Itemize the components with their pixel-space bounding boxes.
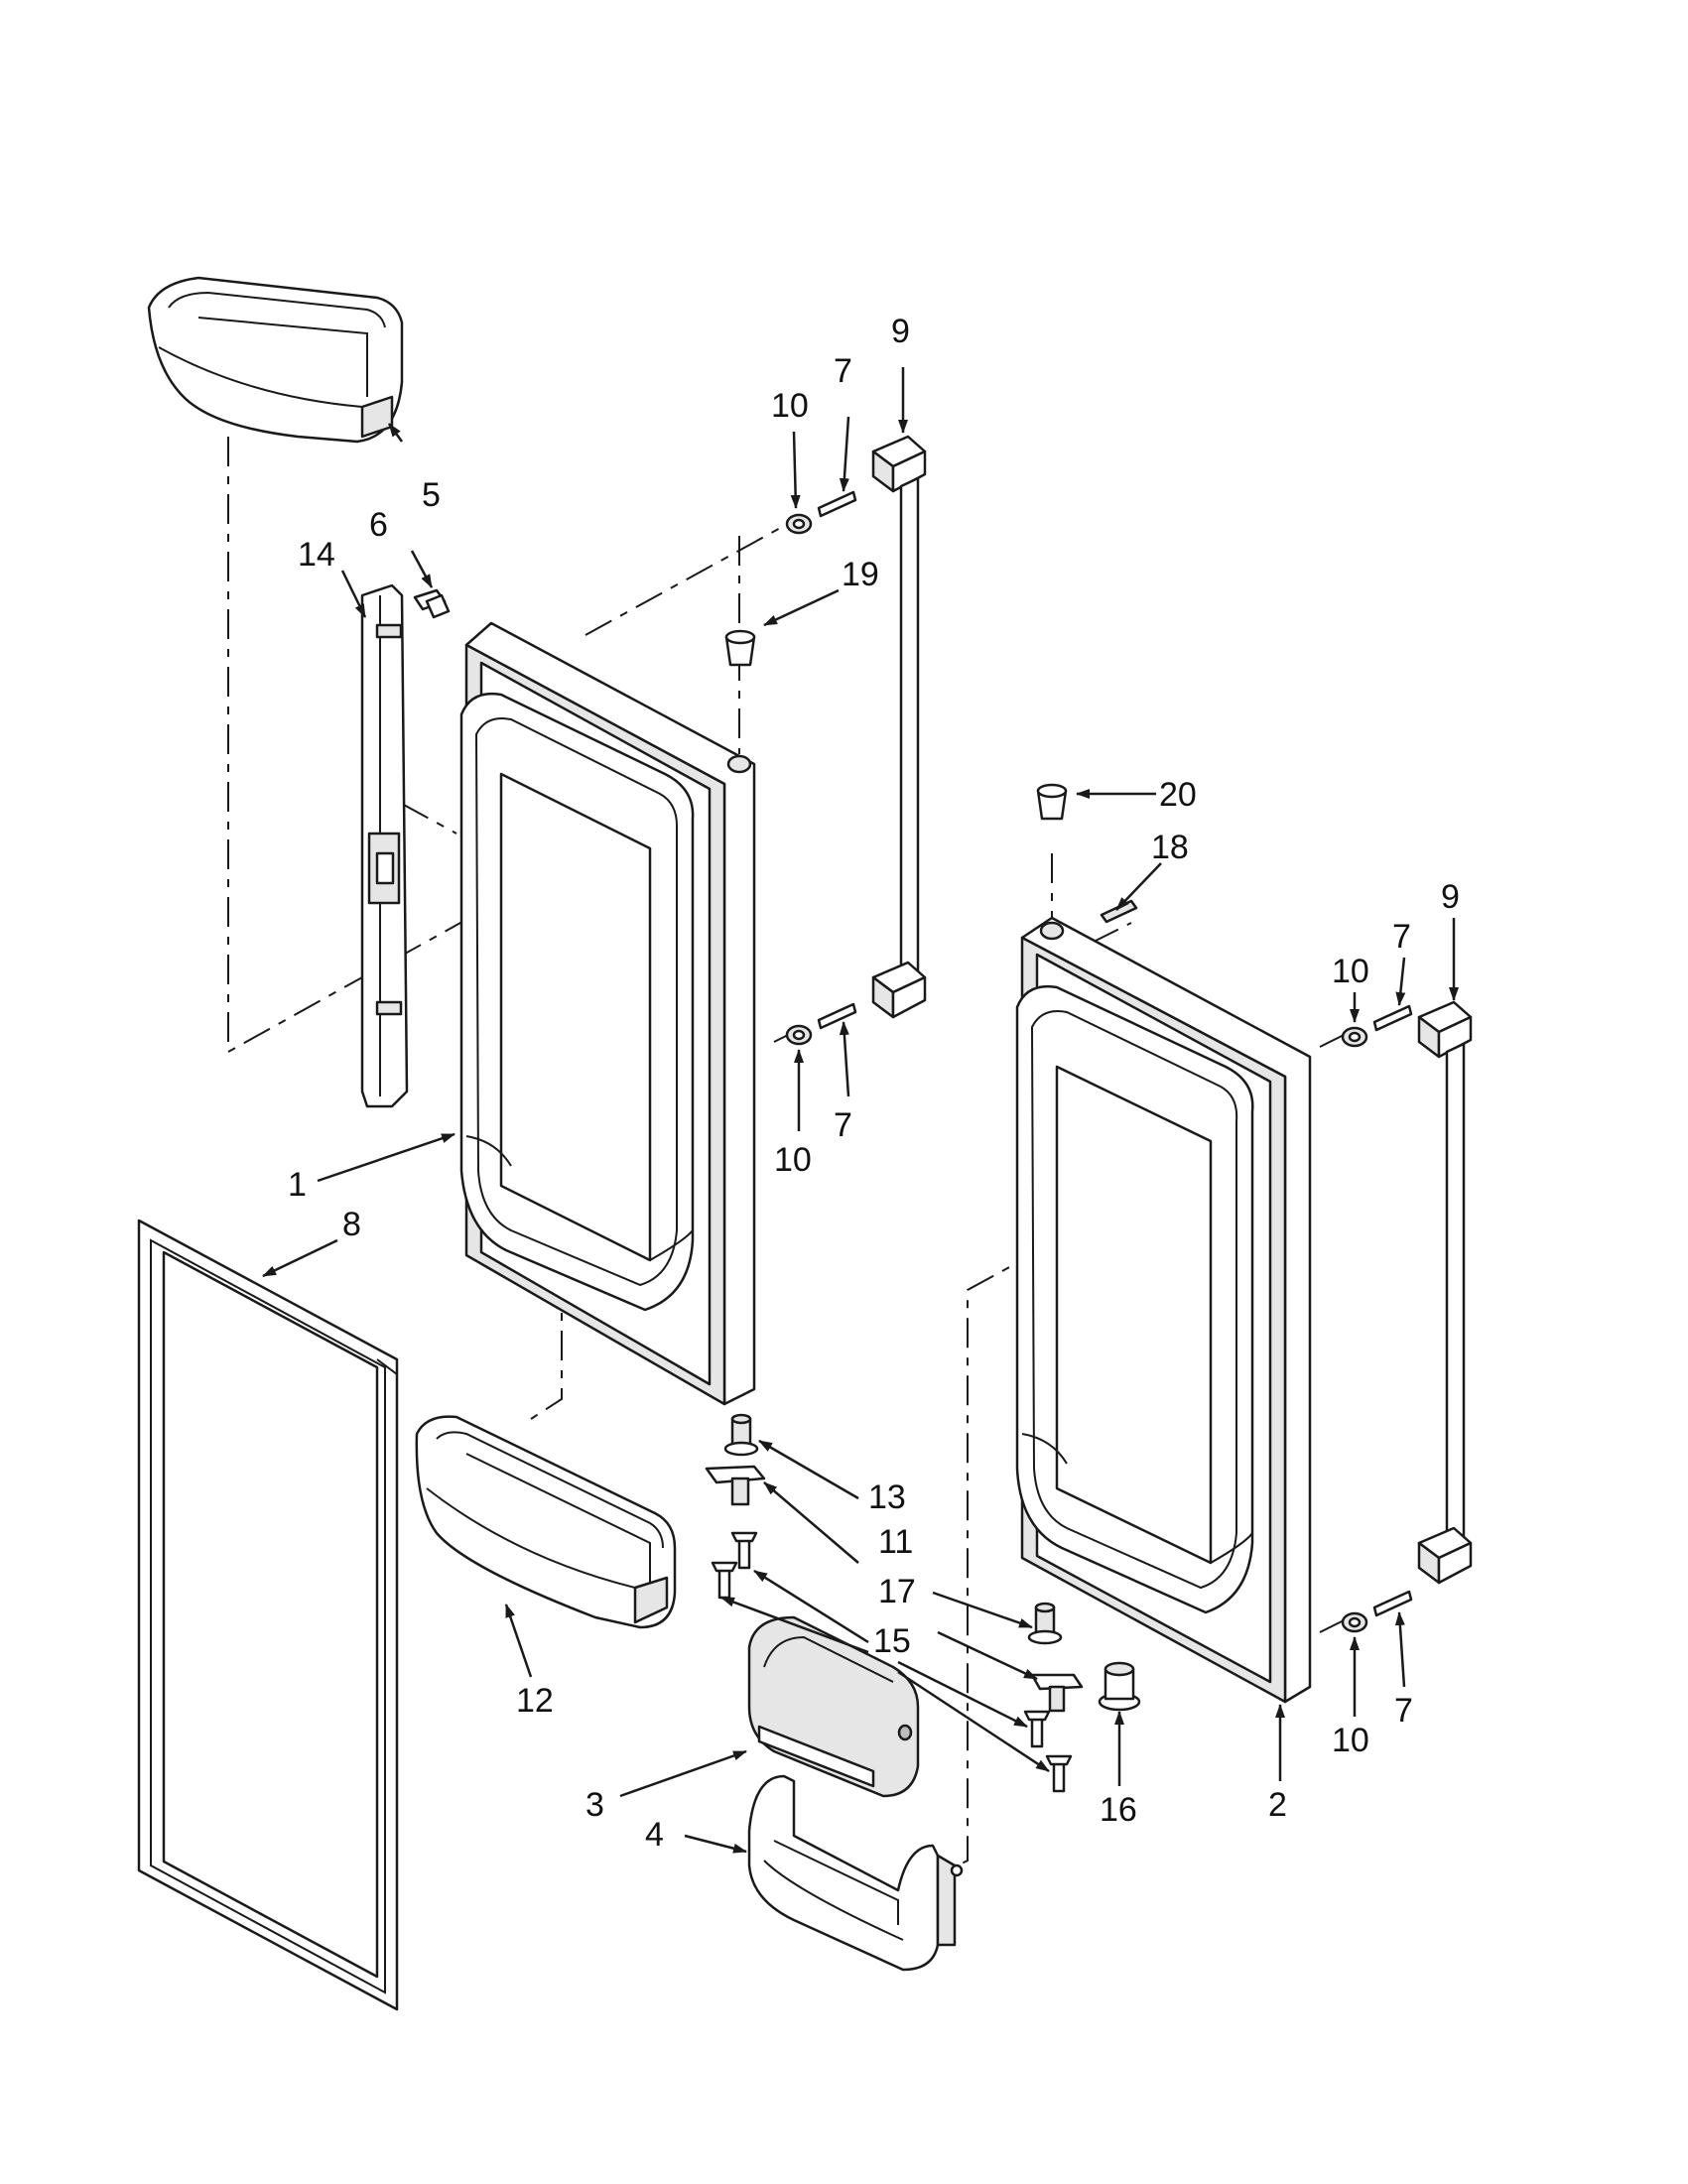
callout-7: 7 [834, 352, 852, 390]
callout-1: 1 [288, 1166, 307, 1204]
callout-16: 16 [1100, 1791, 1137, 1829]
callout-7: 7 [1394, 1692, 1413, 1730]
callout-4: 4 [645, 1816, 664, 1854]
callout-3: 3 [585, 1786, 604, 1824]
right-door [1015, 916, 1312, 1704]
upper-door-handle [871, 435, 927, 1019]
upper-door-handle-fasteners [785, 490, 857, 1046]
hinge-bushing-20 [1036, 783, 1068, 821]
hinge-cap-16 [1098, 1661, 1141, 1712]
callout-13: 13 [868, 1478, 906, 1516]
label-strip [1100, 899, 1138, 924]
callout-12: 12 [516, 1682, 554, 1720]
callout-6: 6 [369, 506, 388, 544]
callout-labels: 5 6 14 10 7 9 19 7 10 1 8 13 11 17 15 12… [288, 313, 1460, 1854]
upper-door-bin [147, 276, 404, 444]
hinge-bushing-19 [724, 629, 756, 667]
dispenser-tray [747, 1774, 964, 1972]
leader-lines [262, 367, 1459, 1854]
callout-20: 20 [1159, 776, 1197, 814]
callout-8: 8 [342, 1206, 361, 1243]
lower-door-handle [1417, 1000, 1473, 1585]
hinge-pin-13 [723, 1413, 759, 1457]
callout-7: 7 [1392, 918, 1411, 956]
callout-2: 2 [1268, 1786, 1287, 1824]
callout-5: 5 [422, 476, 441, 514]
callout-14: 14 [298, 536, 335, 574]
callout-9: 9 [1441, 878, 1460, 916]
hinge-bracket-upper [705, 1465, 766, 1506]
door-gasket [137, 1219, 399, 2011]
hinge-screws [711, 1531, 1073, 1793]
callout-18: 18 [1151, 829, 1189, 866]
lower-door-handle-fasteners [1341, 1004, 1413, 1633]
callout-15: 15 [873, 1622, 911, 1660]
callout-10: 10 [1332, 953, 1369, 990]
callout-19: 19 [842, 556, 879, 593]
callout-10: 10 [774, 1141, 812, 1179]
dispenser-cover [747, 1615, 920, 1798]
callout-11: 11 [878, 1523, 913, 1561]
lower-door-bin [415, 1415, 677, 1629]
callout-10: 10 [1332, 1722, 1369, 1759]
callout-17: 17 [878, 1573, 916, 1610]
callout-10: 10 [771, 387, 809, 425]
hinge-bracket-lower [1030, 1673, 1084, 1713]
callout-7: 7 [834, 1106, 852, 1144]
left-door [459, 621, 756, 1406]
door-trim-strip [360, 583, 409, 1108]
callout-9: 9 [891, 313, 910, 350]
screw-6 [413, 588, 451, 619]
hinge-pin-11 [1027, 1602, 1063, 1645]
